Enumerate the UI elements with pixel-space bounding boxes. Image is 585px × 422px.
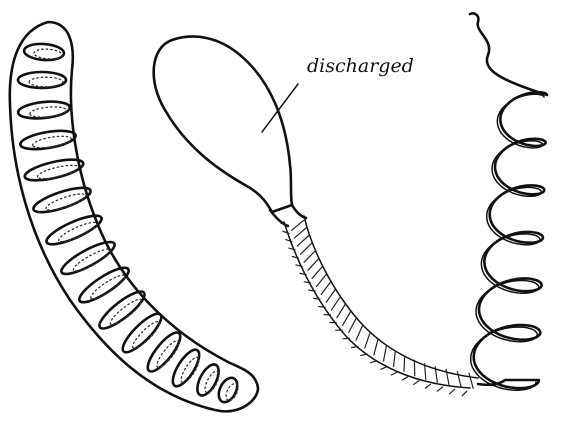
shaft-barb: [349, 319, 356, 333]
capsule-neck: [270, 210, 288, 226]
shaft-spine: [343, 338, 349, 339]
shaft-spine: [371, 361, 377, 363]
shaft-spine: [381, 367, 387, 370]
coil-loop-back: [108, 296, 145, 328]
undischarged-capsule: [10, 22, 258, 411]
shaft-barb: [331, 297, 340, 310]
shaft-spine: [414, 381, 419, 385]
shaft-barb: [384, 346, 387, 361]
shaft-barb: [374, 340, 378, 355]
shaft-barb: [292, 220, 304, 230]
shaft-barb: [356, 326, 362, 340]
shaft-spine: [437, 387, 442, 391]
coil-loop: [19, 128, 77, 153]
shaft-spine: [361, 354, 367, 356]
shaft-barb: [317, 274, 327, 286]
shaft-outline-left: [284, 222, 470, 388]
shaft-barb: [312, 267, 322, 279]
capsule-outline: [10, 22, 258, 411]
coil-loop-back: [29, 105, 66, 118]
shaft-barb: [365, 333, 370, 348]
shaft-barb: [321, 282, 330, 294]
label-leader-line: [262, 84, 298, 132]
shaft-barbs: [281, 220, 474, 395]
shaft-spine: [314, 298, 320, 299]
shaft-spine: [402, 377, 408, 380]
shaft-spine: [391, 372, 397, 375]
coil-loop-back: [45, 191, 88, 213]
shaft-barb: [337, 305, 345, 318]
coil-loop: [31, 183, 93, 217]
shaft-barb: [404, 356, 405, 372]
discharged-label: discharged: [307, 55, 414, 77]
shaft-barb: [394, 351, 396, 367]
label-group: discharged: [262, 55, 414, 132]
discharged-capsule-outline: [154, 36, 292, 212]
shaft-barb: [301, 243, 312, 254]
shaft-spine: [462, 391, 467, 396]
coil-loop: [43, 210, 104, 249]
shaft-barb: [308, 259, 319, 271]
shaft-barb: [457, 372, 461, 387]
shaft-barb: [297, 236, 309, 247]
shaft-spine: [319, 307, 325, 308]
shaft-barb: [304, 251, 315, 262]
shaft-barb: [294, 228, 306, 238]
coil-loop-back: [88, 272, 127, 302]
coil-loop-back: [71, 246, 112, 275]
coil-loop-back: [57, 219, 99, 245]
coil-loop: [23, 155, 85, 184]
shaft-spine: [425, 384, 430, 388]
shaft-barb: [469, 373, 473, 388]
shaft-barb: [343, 312, 351, 326]
shaft-spine: [450, 389, 455, 393]
shaft-barb: [326, 290, 335, 303]
